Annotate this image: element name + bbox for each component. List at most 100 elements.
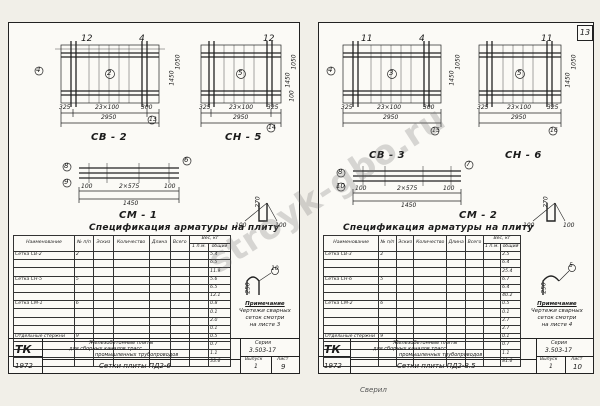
table-cell xyxy=(169,308,190,318)
table-cell xyxy=(322,357,380,367)
table-cell xyxy=(169,291,190,302)
table-cell: Сетка СН-6 xyxy=(322,275,380,285)
table-cell xyxy=(446,291,467,302)
table-cell xyxy=(322,259,380,269)
table-cell xyxy=(169,275,190,285)
tb-right-series-label: Серия xyxy=(551,340,567,346)
mesh-sn5-drawing xyxy=(200,41,282,133)
sn5-callout-center: 5 xyxy=(238,69,243,77)
sv3-callout-top-left: 11 xyxy=(361,34,373,44)
tb-left-issue-split xyxy=(271,356,272,373)
table-row: 0.1 xyxy=(13,324,231,334)
sn6-dim-bottom-2: 325 xyxy=(547,104,559,111)
table-cell xyxy=(169,259,190,269)
table-cell xyxy=(148,291,171,302)
table-row: 2.0 xyxy=(13,316,231,326)
table-cell xyxy=(378,283,397,293)
table-cell xyxy=(465,250,484,261)
table-cell xyxy=(188,283,210,293)
table-cell: 2 xyxy=(73,250,95,261)
table-cell xyxy=(482,275,502,285)
table-cell xyxy=(395,267,415,277)
mesh-sv3-drawing xyxy=(326,41,442,136)
table-cell xyxy=(93,250,114,261)
tb-left-series: 3.503-17 xyxy=(249,347,276,354)
sn5-dim-side-1: 1050 xyxy=(290,54,298,70)
sn6-dim-side-0: 1450 xyxy=(564,72,572,88)
detail-left-num-a: 10 xyxy=(271,265,279,272)
table-cell xyxy=(73,267,95,277)
sm1-dim-b: 2×575 xyxy=(119,183,140,190)
tb-left-split xyxy=(9,356,43,357)
table-cell xyxy=(112,275,150,285)
table-cell xyxy=(413,324,448,334)
table-cell: 2.5 xyxy=(500,250,521,261)
table-cell: 0.1 xyxy=(500,308,521,318)
note-left-line-2: сеток смотри xyxy=(245,314,285,321)
sv2-callout-top-right: 4 xyxy=(139,34,145,44)
note-right-line-2: сеток смотри xyxy=(537,314,577,321)
table-cell xyxy=(188,316,210,326)
table-cell xyxy=(378,259,397,269)
spec-table-right: Наименование № п/п Эскиз Количество Длин… xyxy=(322,235,522,367)
table-cell xyxy=(465,259,484,269)
table-row: 6.4 xyxy=(322,283,521,293)
table-cell xyxy=(413,259,448,269)
th-count: Количество xyxy=(413,235,448,252)
sv2-callout-top-left: 12 xyxy=(81,34,93,44)
sn6-callout-center: 5 xyxy=(517,69,522,77)
table-cell xyxy=(93,324,114,334)
tb-right-main-split xyxy=(351,359,537,360)
th-weight-total: общий xyxy=(500,243,521,252)
table-cell xyxy=(13,324,75,334)
mesh-sv2-drawing xyxy=(34,41,165,127)
table-row: 12.1 xyxy=(13,291,231,302)
table-cell xyxy=(93,316,114,326)
sn5-dim-bottom-0: 325 xyxy=(199,104,211,111)
th-count: Количество xyxy=(112,235,150,252)
table-cell xyxy=(322,283,380,293)
drawing-right xyxy=(326,41,576,295)
th-weight: Вес, кг xyxy=(188,235,232,244)
th-length: Длина xyxy=(446,235,467,252)
table-cell xyxy=(188,267,210,277)
table-row: 2.7 xyxy=(322,316,521,326)
th-weight: Вес, кг xyxy=(482,235,522,244)
table-row: 33.6 xyxy=(13,357,231,367)
table-cell xyxy=(112,324,150,334)
sv3-dim-bottom-1: 23×100 xyxy=(377,104,402,111)
sm2-dim-b: 2×575 xyxy=(397,185,418,192)
table-cell xyxy=(465,357,484,367)
table-cell xyxy=(395,308,415,318)
table-cell: 5 xyxy=(73,275,95,285)
table-cell xyxy=(73,316,95,326)
th-num: № п/п xyxy=(73,235,95,252)
table-cell: 6.5 xyxy=(208,283,231,293)
table-cell xyxy=(446,308,467,318)
table-cell: Сетка СМ-1 xyxy=(13,300,75,310)
sm2-callout-c: 10 xyxy=(336,182,345,190)
mesh-sn5-label: СН - 5 xyxy=(225,132,262,143)
table-cell: 0.1 xyxy=(208,308,231,318)
sm1-callout-b: 6 xyxy=(184,156,189,164)
table-cell: Сетка СМ-2 xyxy=(322,300,380,310)
tb-right-sheet-label: Лист xyxy=(571,357,583,362)
tb-right-issue: 1 xyxy=(549,363,553,370)
table-cell xyxy=(413,308,448,318)
table-cell xyxy=(93,291,114,302)
table-cell xyxy=(446,259,467,269)
sn5-callout-top-right: 12 xyxy=(263,34,275,44)
table-cell: 6.4 xyxy=(500,283,521,293)
table-cell xyxy=(188,291,210,302)
th-name: Наименование xyxy=(322,235,380,252)
table-cell: 0.8 xyxy=(208,300,231,310)
table-cell xyxy=(446,250,467,261)
table-cell xyxy=(482,300,502,310)
tb-left-name: Сетки плиты ПД2-6 xyxy=(99,362,171,370)
sm2-prof-dim-2: 100 xyxy=(563,222,575,229)
table-cell xyxy=(112,300,150,310)
